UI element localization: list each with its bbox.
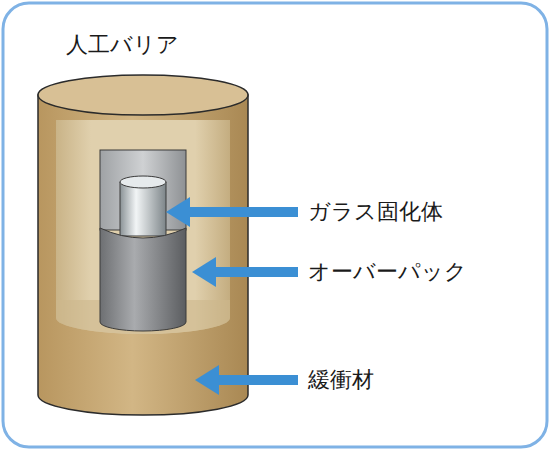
- leader-arrow: [212, 267, 298, 277]
- part-label: オーバーパック: [308, 259, 467, 285]
- arrow-head: [192, 257, 216, 287]
- part-label: 緩衝材: [308, 367, 374, 393]
- overpack-body: [100, 228, 186, 331]
- buffer-body: [38, 95, 248, 415]
- arrow-head: [166, 197, 190, 227]
- leader-arrow: [186, 207, 298, 217]
- leader-arrows: [166, 197, 298, 395]
- figure-title: 人工バリア: [66, 32, 179, 58]
- part-label: ガラス固化体: [308, 199, 443, 225]
- frame: [3, 3, 547, 447]
- glass-body: [120, 182, 166, 236]
- buffer-top: [38, 75, 248, 115]
- buffer-cutaway: [56, 120, 230, 334]
- arrow-head: [195, 365, 219, 395]
- glass-top: [120, 176, 166, 188]
- leader-arrow: [215, 375, 298, 385]
